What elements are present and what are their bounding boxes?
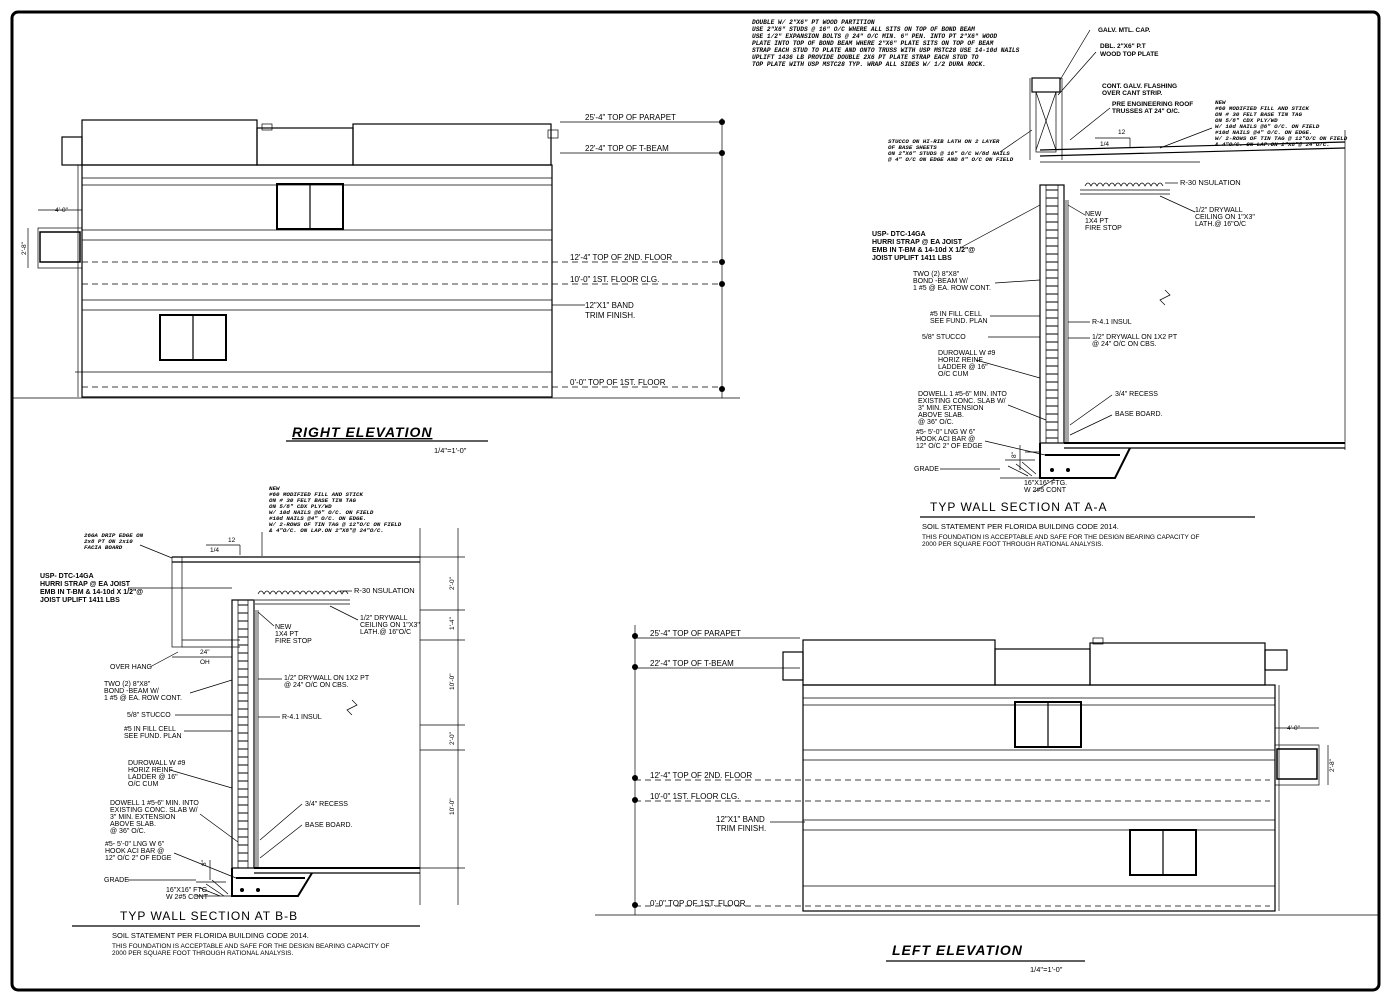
svg-text:THIS FOUNDATION IS ACCEPTABLE: THIS FOUNDATION IS ACCEPTABLE AND SAFE F… <box>112 943 390 950</box>
svg-text:R-4.1 INSUL: R-4.1 INSUL <box>282 714 322 721</box>
svg-text:SOIL STATEMENT PER FLORIDA BU: SOIL STATEMENT PER FLORIDA BUILDING CODE… <box>922 522 1119 531</box>
svg-text:OVER HANG: OVER HANG <box>110 664 152 671</box>
svg-text:STUCCO ON HI-RIB LATH ON 2 LAY: STUCCO ON HI-RIB LATH ON 2 LAYER OF BASE… <box>888 138 1014 163</box>
svg-text:R-30 NSULATION: R-30 NSULATION <box>354 586 415 595</box>
svg-text:5/8" STUCCO: 5/8" STUCCO <box>127 712 171 719</box>
svg-text:NEW #60 MODIFIED FILL AN: NEW #60 MODIFIED FILL AND STICK ON # 30 … <box>268 485 405 534</box>
re-1st-floor-label: 0'-0" TOP OF 1ST. FLOOR <box>570 378 666 387</box>
svg-text:THIS FOUNDATION IS ACCEPTABLE: THIS FOUNDATION IS ACCEPTABLE AND SAFE F… <box>922 534 1200 541</box>
svg-text:1/4: 1/4 <box>210 547 219 554</box>
le-1st-floor-label: 0'-0" TOP OF 1ST. FLOOR <box>650 899 746 908</box>
svg-text:12"X1" BAND: 12"X1" BAND <box>585 301 634 310</box>
svg-text:1'-4": 1'-4" <box>449 616 456 630</box>
right-elevation: 4'-0" 2'-8" 25'-4" TOP OF PARAPET 22'-4"… <box>21 113 725 455</box>
le-tbeam-label: 22'-4" TOP OF T-BEAM <box>650 659 734 668</box>
section-bb-title: TYP WALL SECTION AT B-B <box>120 909 298 923</box>
svg-text:TWO (2) 8"X8"BOND -BEAM W/1 #5: TWO (2) 8"X8"BOND -BEAM W/1 #5 @ EA. ROW… <box>104 681 182 702</box>
svg-text:2'-8": 2'-8" <box>21 241 28 255</box>
svg-text:4'-0": 4'-0" <box>55 207 69 214</box>
section-aa-title: TYP WALL SECTION AT A-A <box>930 500 1108 514</box>
le-1st-clg-label: 10'-0" 1ST. FLOOR CLG. <box>650 792 739 801</box>
svg-text:10'-0": 10'-0" <box>449 798 456 815</box>
svg-text:2000 PER SQUARE FOOT THROUGH R: 2000 PER SQUARE FOOT THROUGH RATIONAL AN… <box>112 950 294 957</box>
svg-text:1/2" DRYWALL ON 1X2 PT@ 24" O/: 1/2" DRYWALL ON 1X2 PT@ 24" O/C ON CBS. <box>1092 334 1178 348</box>
svg-text:12"X1" BAND: 12"X1" BAND <box>716 815 765 824</box>
svg-text:16"X16" FTG.W 2#5 CONT: 16"X16" FTG.W 2#5 CONT <box>1024 480 1067 494</box>
svg-text:1/4"=1'-0": 1/4"=1'-0" <box>1030 965 1063 974</box>
svg-text:3/4" RECESS: 3/4" RECESS <box>305 801 348 808</box>
svg-text:10'-0": 10'-0" <box>449 673 456 690</box>
svg-text:GALV. MTL. CAP.: GALV. MTL. CAP. <box>1098 27 1150 34</box>
svg-text:3/4" RECESS: 3/4" RECESS <box>1115 391 1158 398</box>
svg-text:1/4: 1/4 <box>1100 141 1109 148</box>
svg-text:1/4"=1'-0": 1/4"=1'-0" <box>434 446 467 455</box>
svg-text:R-4.1 INSUL: R-4.1 INSUL <box>1092 319 1132 326</box>
left-elevation-title: LEFT ELEVATION <box>892 942 1023 958</box>
svg-text:R-30 NSULATION: R-30 NSULATION <box>1180 178 1241 187</box>
aa-top-notes: DOUBLE W/ 2"X6" PT WOOD PARTITION USE 2"… <box>752 19 1023 68</box>
left-elevation: 25'-4" TOP OF PARAPET 22'-4" TOP OF T-BE… <box>595 625 1379 974</box>
svg-text:2'-8": 2'-8" <box>1329 758 1336 772</box>
svg-text:USP- DTC-14GA HURRI STRA: USP- DTC-14GA HURRI STRAP @ EA JOIST EMB… <box>872 231 977 262</box>
svg-text:12: 12 <box>1118 129 1126 136</box>
svg-text:BASE BOARD.: BASE BOARD. <box>305 822 353 829</box>
svg-text:USP- DTC-14GA HURRI STRA: USP- DTC-14GA HURRI STRAP @ EA JOIST EMB… <box>40 573 145 604</box>
svg-text:16"X16" FTG.W 2#5 CONT: 16"X16" FTG.W 2#5 CONT <box>166 887 209 901</box>
right-elevation-title: RIGHT ELEVATION <box>292 424 432 440</box>
le-2nd-floor-label: 12'-4" TOP OF 2ND. FLOOR <box>650 771 752 780</box>
svg-text:TRIM FINISH.: TRIM FINISH. <box>716 824 766 833</box>
wall-section-bb: 26GA DRIP EDGE ON 2x8 PT ON 2x10 FACIA B… <box>40 485 465 957</box>
svg-text:24": 24" <box>200 649 210 656</box>
re-tbeam-label: 22'-4" TOP OF T-BEAM <box>585 144 669 153</box>
svg-text:8": 8" <box>201 859 208 866</box>
svg-text:BASE BOARD.: BASE BOARD. <box>1115 411 1163 418</box>
svg-text:5/8" STUCCO: 5/8" STUCCO <box>922 334 966 341</box>
svg-text:#5- 5'-0" LNG W 6"HOOK ACI BAR: #5- 5'-0" LNG W 6"HOOK ACI BAR @12" O/C … <box>916 429 983 450</box>
svg-text:2'-0": 2'-0" <box>449 731 456 745</box>
svg-text:2'-0": 2'-0" <box>449 576 456 590</box>
le-parapet-label: 25'-4" TOP OF PARAPET <box>650 629 741 638</box>
re-1st-clg-label: 10'-0" 1ST. FLOOR CLG. <box>570 275 659 284</box>
svg-text:GRADE: GRADE <box>104 877 129 884</box>
wall-section-aa: DOUBLE W/ 2"X6" PT WOOD PARTITION USE 2"… <box>752 19 1351 548</box>
svg-text:4'-0": 4'-0" <box>1287 725 1301 732</box>
sheet-border <box>10 10 1381 992</box>
svg-text:26GA DRIP EDGE ON 2x8 PT: 26GA DRIP EDGE ON 2x8 PT ON 2x10 FACIA B… <box>84 532 147 551</box>
re-parapet-label: 25'-4" TOP OF PARAPET <box>585 113 676 122</box>
svg-text:OH: OH <box>200 659 210 666</box>
svg-text:SOIL STATEMENT PER FLORIDA BU: SOIL STATEMENT PER FLORIDA BUILDING CODE… <box>112 931 309 940</box>
svg-text:NEW #60 MODIFIED FILL AN: NEW #60 MODIFIED FILL AND STICK ON # 30 … <box>1214 99 1351 148</box>
svg-text:2000 PER SQUARE FOOT THROUGH R: 2000 PER SQUARE FOOT THROUGH RATIONAL AN… <box>922 541 1104 548</box>
svg-text:12: 12 <box>228 537 236 544</box>
svg-text:TWO (2) 8"X8"BOND -BEAM W/1 #5: TWO (2) 8"X8"BOND -BEAM W/1 #5 @ EA. ROW… <box>913 271 991 292</box>
svg-text:1/2" DRYWALL ON 1X2 PT@ 24" O/: 1/2" DRYWALL ON 1X2 PT@ 24" O/C ON CBS. <box>284 675 370 689</box>
svg-text:8": 8" <box>1011 451 1018 458</box>
svg-text:#5- 5'-0" LNG W 6"HOOK ACI BAR: #5- 5'-0" LNG W 6"HOOK ACI BAR @12" O/C … <box>105 841 172 862</box>
svg-text:GRADE: GRADE <box>914 466 939 473</box>
svg-text:TRIM FINISH.: TRIM FINISH. <box>585 311 635 320</box>
re-2nd-floor-label: 12'-4" TOP OF 2ND. FLOOR <box>570 253 672 262</box>
